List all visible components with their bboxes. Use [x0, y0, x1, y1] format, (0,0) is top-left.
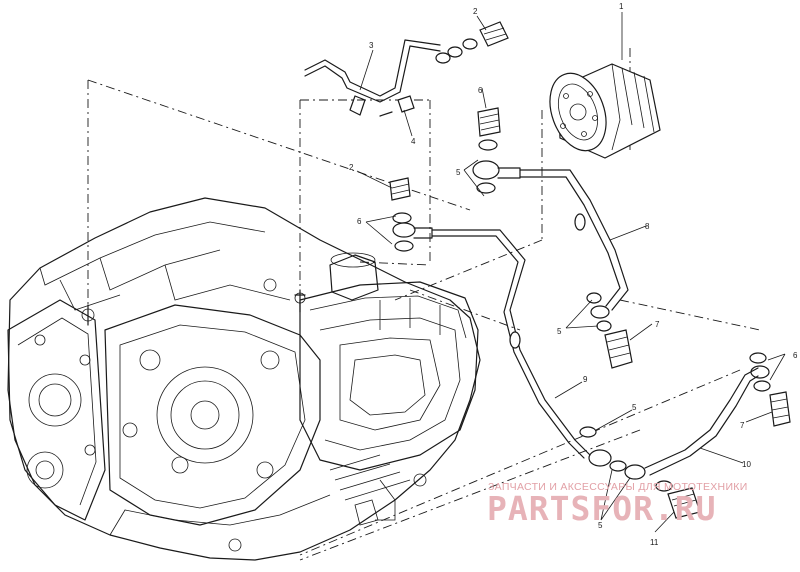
- callout-2-middle: 2: [349, 163, 354, 172]
- callout-7-right: 7: [740, 421, 745, 430]
- callout-9: 9: [583, 375, 588, 384]
- leader-lines: [356, 12, 786, 533]
- callout-6-middle: 6: [357, 217, 362, 226]
- fittings: [304, 21, 791, 519]
- callout-7-middle: 7: [655, 320, 660, 329]
- callout-11: 11: [650, 538, 659, 547]
- callout-5-bottom: 5: [598, 521, 603, 530]
- watermark: ЗАПЧАСТИ И АКСЕССУАРЫ ДЛЯ МОТОТЕХНИКИ PA…: [487, 481, 748, 528]
- callout-8: 8: [645, 222, 650, 231]
- callout-5-lower: 5: [632, 403, 637, 412]
- oil-lines: [431, 169, 759, 476]
- callout-5-upper: 5: [456, 168, 461, 177]
- callout-4: 4: [411, 137, 416, 146]
- oil-filter: [549, 63, 661, 159]
- callout-1: 1: [619, 2, 624, 11]
- watermark-tagline: ЗАПЧАСТИ И АКСЕССУАРЫ ДЛЯ МОТОТЕХНИКИ: [488, 481, 748, 493]
- callout-10: 10: [742, 460, 751, 469]
- callout-6-upper: 6: [478, 86, 483, 95]
- callout-3: 3: [369, 41, 374, 50]
- callout-5-right: 5: [557, 327, 562, 336]
- engine-crankcase: [7, 197, 481, 561]
- callout-numbers: 1 2 3 6 4 5 2 6 8 5 7 6 9 5 7 10 5 11: [349, 2, 798, 547]
- watermark-brand: PARTSFOR.RU: [487, 489, 717, 528]
- callout-2-top: 2: [473, 7, 478, 16]
- callout-6-right: 6: [793, 351, 798, 360]
